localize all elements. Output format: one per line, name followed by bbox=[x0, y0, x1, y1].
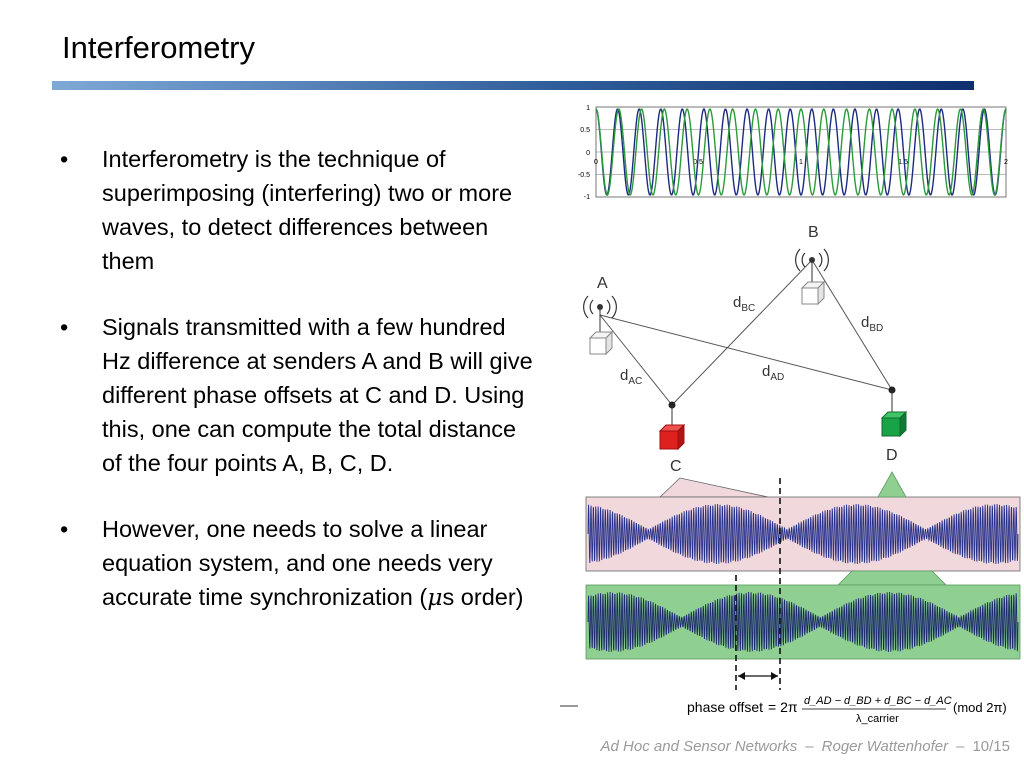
sender-b-cube-icon bbox=[800, 280, 826, 306]
distance-label-sub: BC bbox=[741, 303, 755, 314]
bullet-list: • Interferometry is the technique of sup… bbox=[58, 142, 538, 646]
signal-trace-d bbox=[587, 592, 1019, 652]
footer-course: Ad Hoc and Sensor Networks bbox=[600, 738, 798, 755]
signal-trace-c bbox=[587, 504, 1019, 564]
wave-ytick: 0 bbox=[586, 150, 590, 157]
antenna-b-icon bbox=[795, 248, 829, 283]
bullet-item-2: • Signals transmitted with a few hundred… bbox=[58, 310, 538, 480]
bullet-item-3: • However, one needs to solve a linear e… bbox=[58, 512, 538, 614]
receiver-d-cube-icon bbox=[880, 410, 908, 438]
wave-ytick: -1 bbox=[584, 194, 590, 201]
formula-denominator: λ_carrier bbox=[856, 713, 899, 725]
distance-label-ad: dAD bbox=[762, 363, 784, 383]
antenna-a-icon bbox=[583, 295, 617, 332]
edge-bc bbox=[671, 259, 813, 406]
distance-label-ac: dAC bbox=[620, 367, 642, 387]
node-label-d: D bbox=[886, 447, 898, 464]
wave-plot: 1 0.5 0 -0.5 -1 0 0.5 1 1.5 2 bbox=[578, 105, 1008, 201]
signal-panel-d bbox=[585, 471, 1021, 660]
wave-xtick: 1 bbox=[799, 159, 803, 166]
formula-eq: = 2π bbox=[768, 699, 798, 715]
bullet-text-part: However, one needs to solve a linear equ… bbox=[102, 516, 493, 610]
distance-label-main: d bbox=[762, 363, 770, 380]
node-label-c: C bbox=[670, 458, 682, 475]
receiver-c-cube-icon bbox=[658, 423, 686, 451]
wave-ytick: -0.5 bbox=[578, 172, 590, 179]
distance-label-main: d bbox=[620, 367, 628, 384]
wave-ytick: 1 bbox=[586, 105, 590, 112]
wave-series-1 bbox=[595, 107, 1007, 197]
network-diagram: A B C bbox=[583, 224, 908, 475]
sender-a-cube-icon bbox=[588, 330, 614, 356]
title-underline-bar bbox=[52, 81, 974, 90]
wave-xtick: 0 bbox=[594, 159, 598, 166]
distance-label-main: d bbox=[733, 294, 741, 311]
wave-xtick: 2 bbox=[1004, 159, 1008, 166]
footer-page-number: 10/15 bbox=[972, 738, 1010, 755]
bullet-text-part: s order) bbox=[442, 584, 524, 610]
distance-label-bd: dBD bbox=[861, 314, 883, 334]
edge-ac bbox=[599, 314, 673, 406]
footer-author: Roger Wattenhofer bbox=[821, 738, 949, 755]
wave-series-2 bbox=[595, 107, 1007, 197]
formula-lhs: phase offset bbox=[687, 699, 763, 715]
edge-bd bbox=[811, 259, 893, 391]
footer-separator: – bbox=[805, 738, 814, 755]
bullet-text: Signals transmitted with a few hundred H… bbox=[102, 314, 533, 476]
bullet-text: However, one needs to solve a linear equ… bbox=[102, 512, 538, 614]
wave-ytick: 0.5 bbox=[580, 127, 590, 134]
wave-xtick: 1.5 bbox=[898, 159, 908, 166]
distance-label-sub: BD bbox=[869, 323, 883, 334]
interferometry-figure: 1 0.5 0 -0.5 -1 0 0.5 1 1.5 2 A bbox=[560, 105, 1021, 725]
distance-label-main: d bbox=[861, 314, 869, 331]
distance-label-sub: AD bbox=[770, 372, 784, 383]
phase-offset-formula: phase offset = 2π d_AD − d_BD + d_BC − d… bbox=[687, 695, 1007, 725]
node-label-b: B bbox=[808, 224, 819, 241]
distance-label-sub: AC bbox=[628, 376, 642, 387]
distance-label-bc: dBC bbox=[733, 294, 755, 314]
mu-symbol: μ bbox=[427, 583, 443, 611]
formula-numerator: d_AD − d_BD + d_BC − d_AC bbox=[804, 695, 952, 707]
node-label-a: A bbox=[597, 275, 608, 292]
slide-footer: Ad Hoc and Sensor Networks–Roger Wattenh… bbox=[0, 738, 1010, 755]
bullet-dot: • bbox=[60, 516, 69, 542]
slide-title: Interferometry bbox=[62, 30, 255, 65]
bullet-dot: • bbox=[60, 146, 69, 172]
formula-mod: (mod 2π) bbox=[953, 700, 1007, 715]
bullet-item-1: • Interferometry is the technique of sup… bbox=[58, 142, 538, 278]
phase-offset-arrow bbox=[738, 672, 778, 680]
bullet-text: Interferometry is the technique of super… bbox=[102, 146, 513, 274]
footer-separator: – bbox=[956, 738, 965, 755]
signal-panel-c bbox=[585, 477, 1021, 572]
edge-ad bbox=[599, 314, 893, 391]
bullet-dot: • bbox=[60, 314, 69, 340]
